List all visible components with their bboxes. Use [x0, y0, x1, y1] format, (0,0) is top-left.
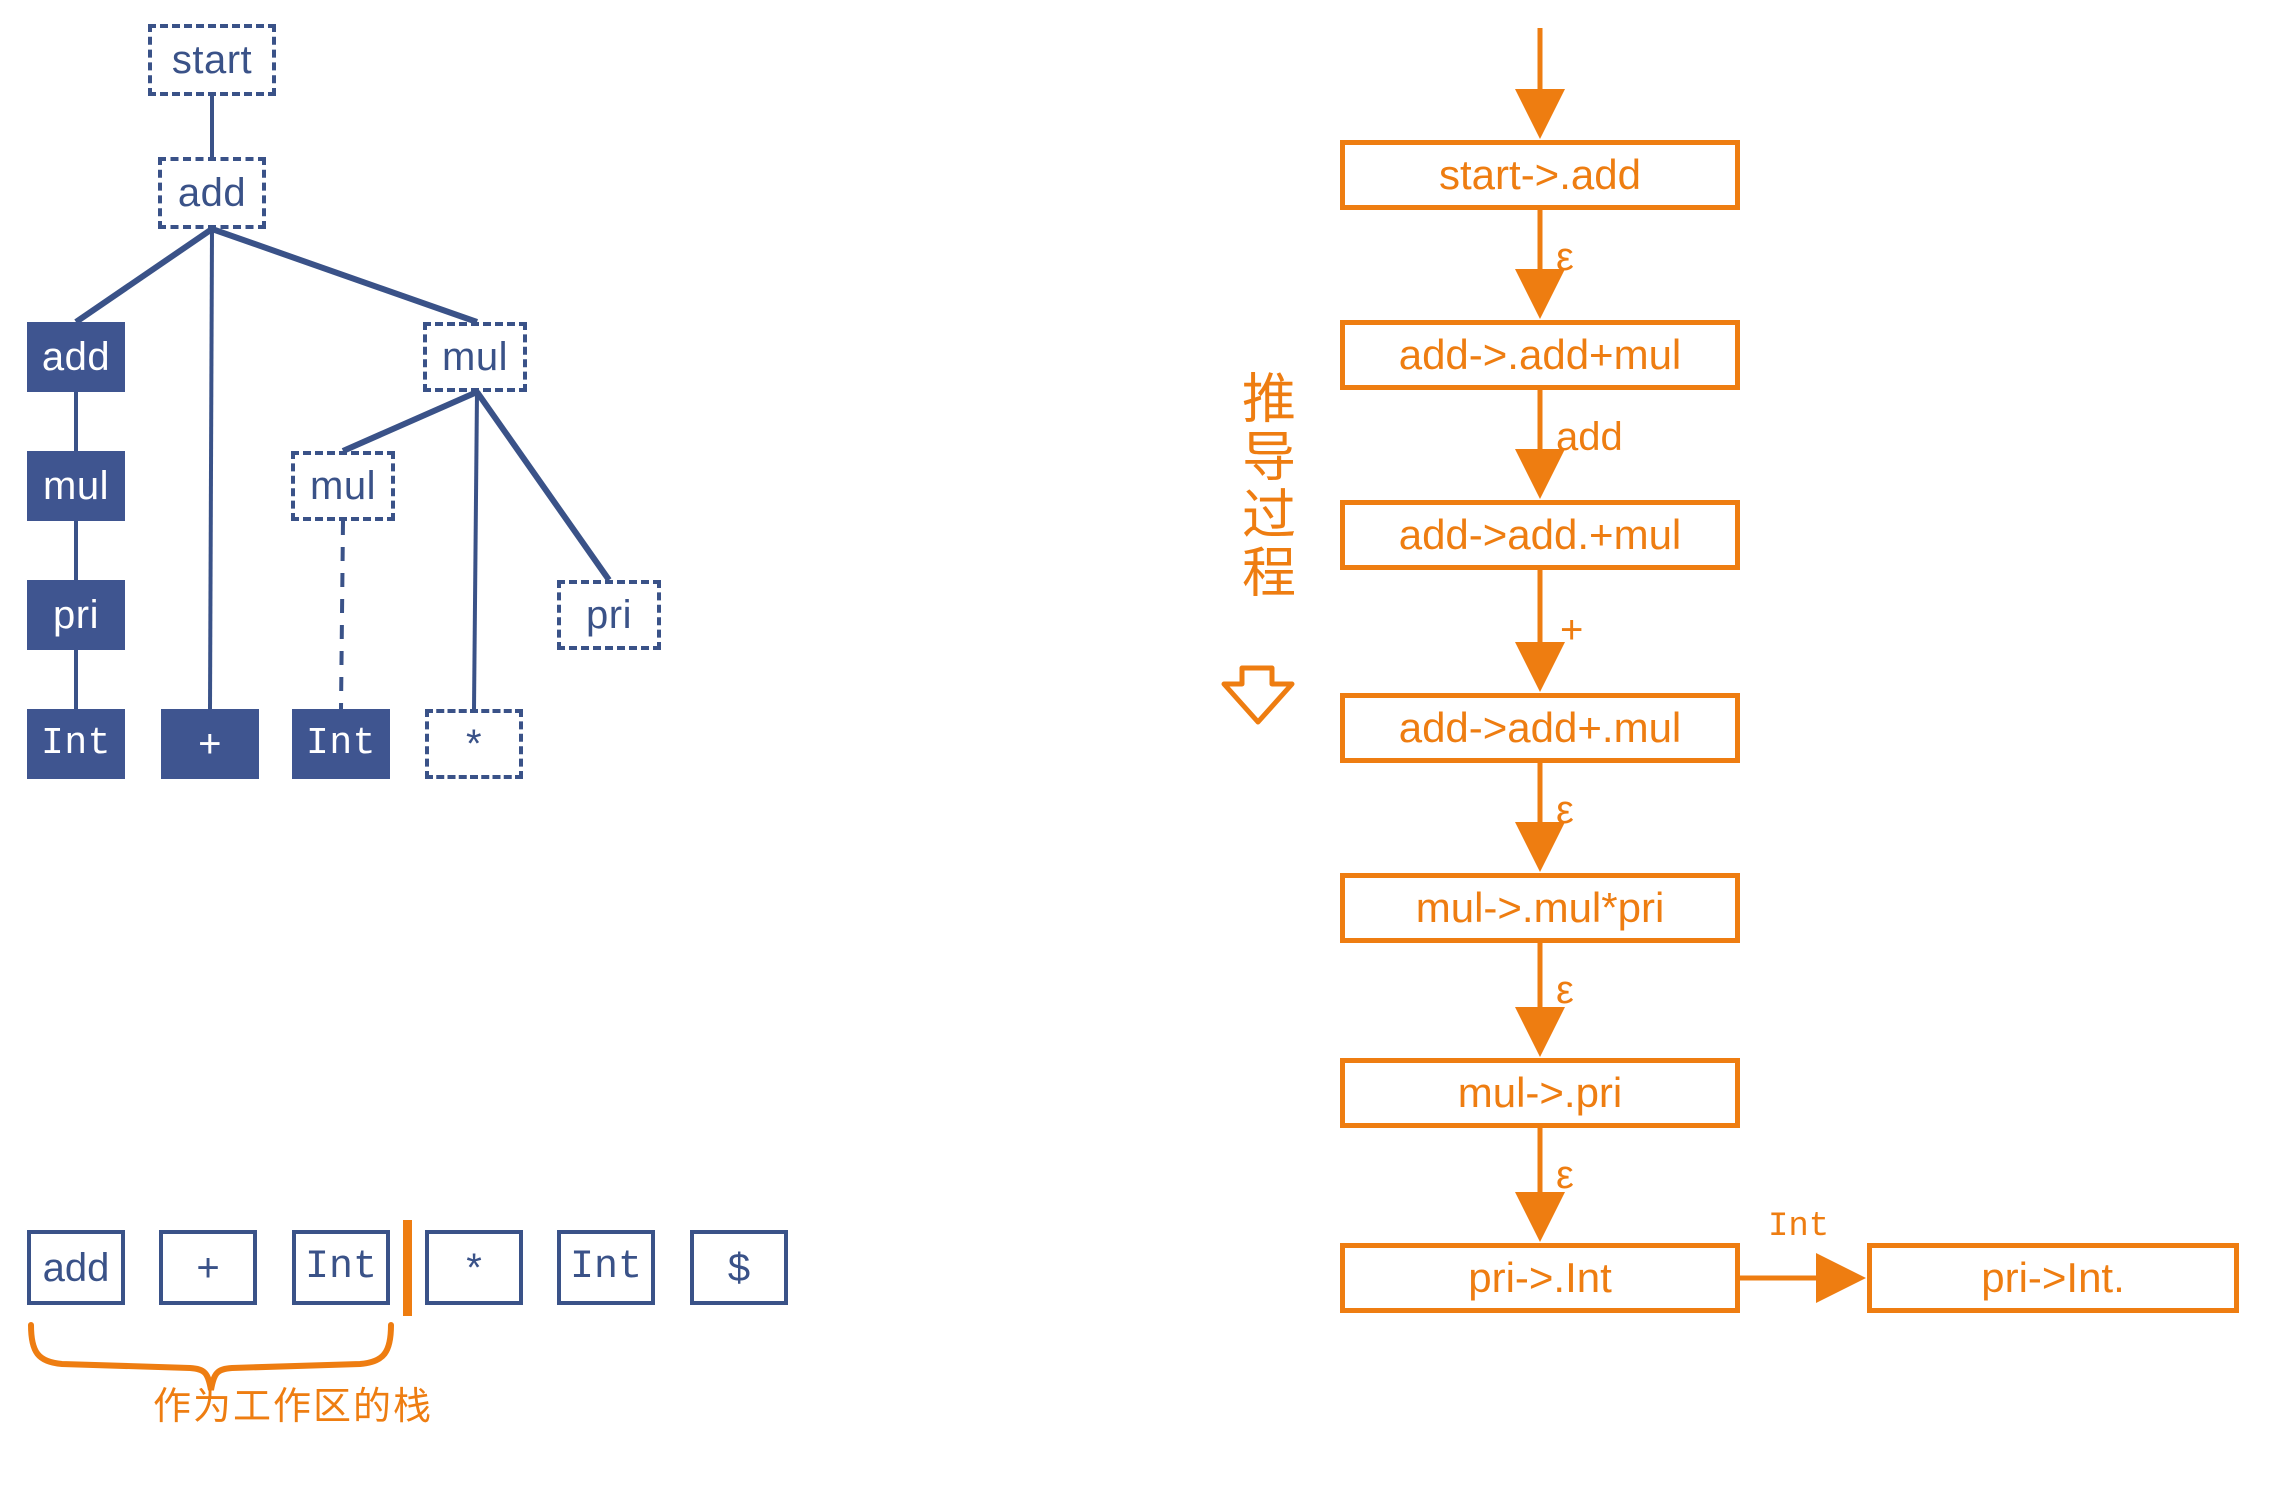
- tree-node-pri-left[interactable]: pri: [27, 580, 125, 650]
- tree-node-label: *: [465, 722, 483, 766]
- flow-edge-label-epsilon-4: ε: [1556, 1153, 1574, 1197]
- flow-box-add-dot-add-plus-mul[interactable]: add->.add+mul: [1340, 320, 1740, 390]
- tree-node-label: mul: [310, 464, 376, 508]
- flow-box-label: start->.add: [1439, 151, 1641, 198]
- tree-edge-add-plus: [208, 228, 214, 710]
- tree-node-add-root[interactable]: add: [158, 157, 266, 229]
- tree-node-plus-1[interactable]: +: [161, 709, 259, 779]
- tree-node-label: pri: [53, 593, 99, 637]
- tree-node-start[interactable]: start: [148, 24, 276, 96]
- stack-cell-label: Int: [304, 1244, 377, 1290]
- tree-node-int-2[interactable]: Int: [292, 709, 390, 779]
- stack-position-divider: [403, 1220, 412, 1316]
- tree-edge-add-addl: [74, 226, 214, 325]
- tree-edge-mulrl-int2: [339, 520, 345, 710]
- flow-box-label: mul->.mul*pri: [1415, 884, 1665, 931]
- flow-edge-label-epsilon-2: ε: [1556, 788, 1574, 832]
- stack-cell-star[interactable]: *: [425, 1230, 523, 1305]
- flow-box-label: add->.add+mul: [1398, 331, 1682, 378]
- tree-node-star-1[interactable]: *: [425, 709, 523, 779]
- stack-cell-int-2[interactable]: Int: [557, 1230, 655, 1305]
- flow-edge-label-epsilon-1: ε: [1556, 235, 1574, 279]
- flow-box-label: pri->.Int: [1468, 1254, 1612, 1301]
- flow-edge-label-epsilon-3: ε: [1556, 968, 1574, 1012]
- tree-node-label: mul: [43, 464, 109, 508]
- flow-box-label: add->add.+mul: [1398, 511, 1682, 558]
- stack-cell-dollar[interactable]: $: [690, 1230, 788, 1305]
- tree-edge-mulr-prir: [474, 390, 612, 582]
- tree-node-label: mul: [442, 335, 508, 379]
- tree-edges: [74, 96, 612, 710]
- tree-node-label: +: [198, 722, 222, 766]
- flow-box-start-add[interactable]: start->.add: [1340, 140, 1740, 210]
- derivation-vertical-label: 推导过程: [1233, 370, 1294, 602]
- flow-edges: [1515, 28, 1866, 1303]
- tree-node-label: add: [177, 171, 247, 215]
- tree-node-int-1[interactable]: Int: [27, 709, 125, 779]
- flow-edge-label-plus: +: [1560, 608, 1584, 652]
- stack-brace: [28, 1322, 394, 1391]
- tree-node-mul-right[interactable]: mul: [423, 322, 527, 392]
- tree-node-label: add: [41, 335, 111, 379]
- tree-edge-add-mulr: [211, 226, 478, 325]
- flow-box-label: mul->.pri: [1457, 1069, 1623, 1116]
- tree-edge-mulr-star: [472, 391, 479, 710]
- tree-edge-mulr-mulrl: [341, 389, 479, 454]
- flow-edge-label-int: Int: [1768, 1208, 1830, 1246]
- stack-cell-label: add: [42, 1245, 110, 1290]
- flow-box-pri-dot-int[interactable]: pri->.Int: [1340, 1243, 1740, 1313]
- tree-node-pri-right[interactable]: pri: [557, 580, 661, 650]
- flow-box-label: add->add+.mul: [1398, 704, 1682, 751]
- stack-cell-int-1[interactable]: Int: [292, 1230, 390, 1305]
- tree-node-label: Int: [306, 722, 376, 765]
- flow-box-mul-dot-pri[interactable]: mul->.pri: [1340, 1058, 1740, 1128]
- flow-box-label: pri->Int.: [1981, 1254, 2125, 1301]
- stack-cell-label: $: [727, 1245, 751, 1290]
- flow-box-pri-int-dot[interactable]: pri->Int.: [1867, 1243, 2239, 1313]
- stack-cell-add[interactable]: add: [27, 1230, 125, 1305]
- tree-node-label: Int: [41, 722, 111, 765]
- stack-brace-caption: 作为工作区的栈: [153, 1386, 434, 1428]
- tree-node-mul-right-left[interactable]: mul: [291, 451, 395, 521]
- stack-cell-plus[interactable]: +: [159, 1230, 257, 1305]
- tree-node-label: pri: [586, 593, 632, 637]
- stack-cell-label: Int: [569, 1244, 642, 1290]
- flow-box-add-add-plus-dot-mul[interactable]: add->add+.mul: [1340, 693, 1740, 763]
- tree-node-label: start: [171, 38, 253, 82]
- flow-box-mul-dot-mul-star-pri[interactable]: mul->.mul*pri: [1340, 873, 1740, 943]
- stack-cell-label: *: [466, 1245, 482, 1290]
- flow-box-add-add-dot-plus-mul[interactable]: add->add.+mul: [1340, 500, 1740, 570]
- tree-node-add-left[interactable]: add: [27, 322, 125, 392]
- stack-cell-label: +: [196, 1245, 220, 1290]
- derivation-down-arrow-icon: [1221, 665, 1295, 725]
- tree-node-mul-left[interactable]: mul: [27, 451, 125, 521]
- flow-edge-label-add: add: [1556, 415, 1623, 459]
